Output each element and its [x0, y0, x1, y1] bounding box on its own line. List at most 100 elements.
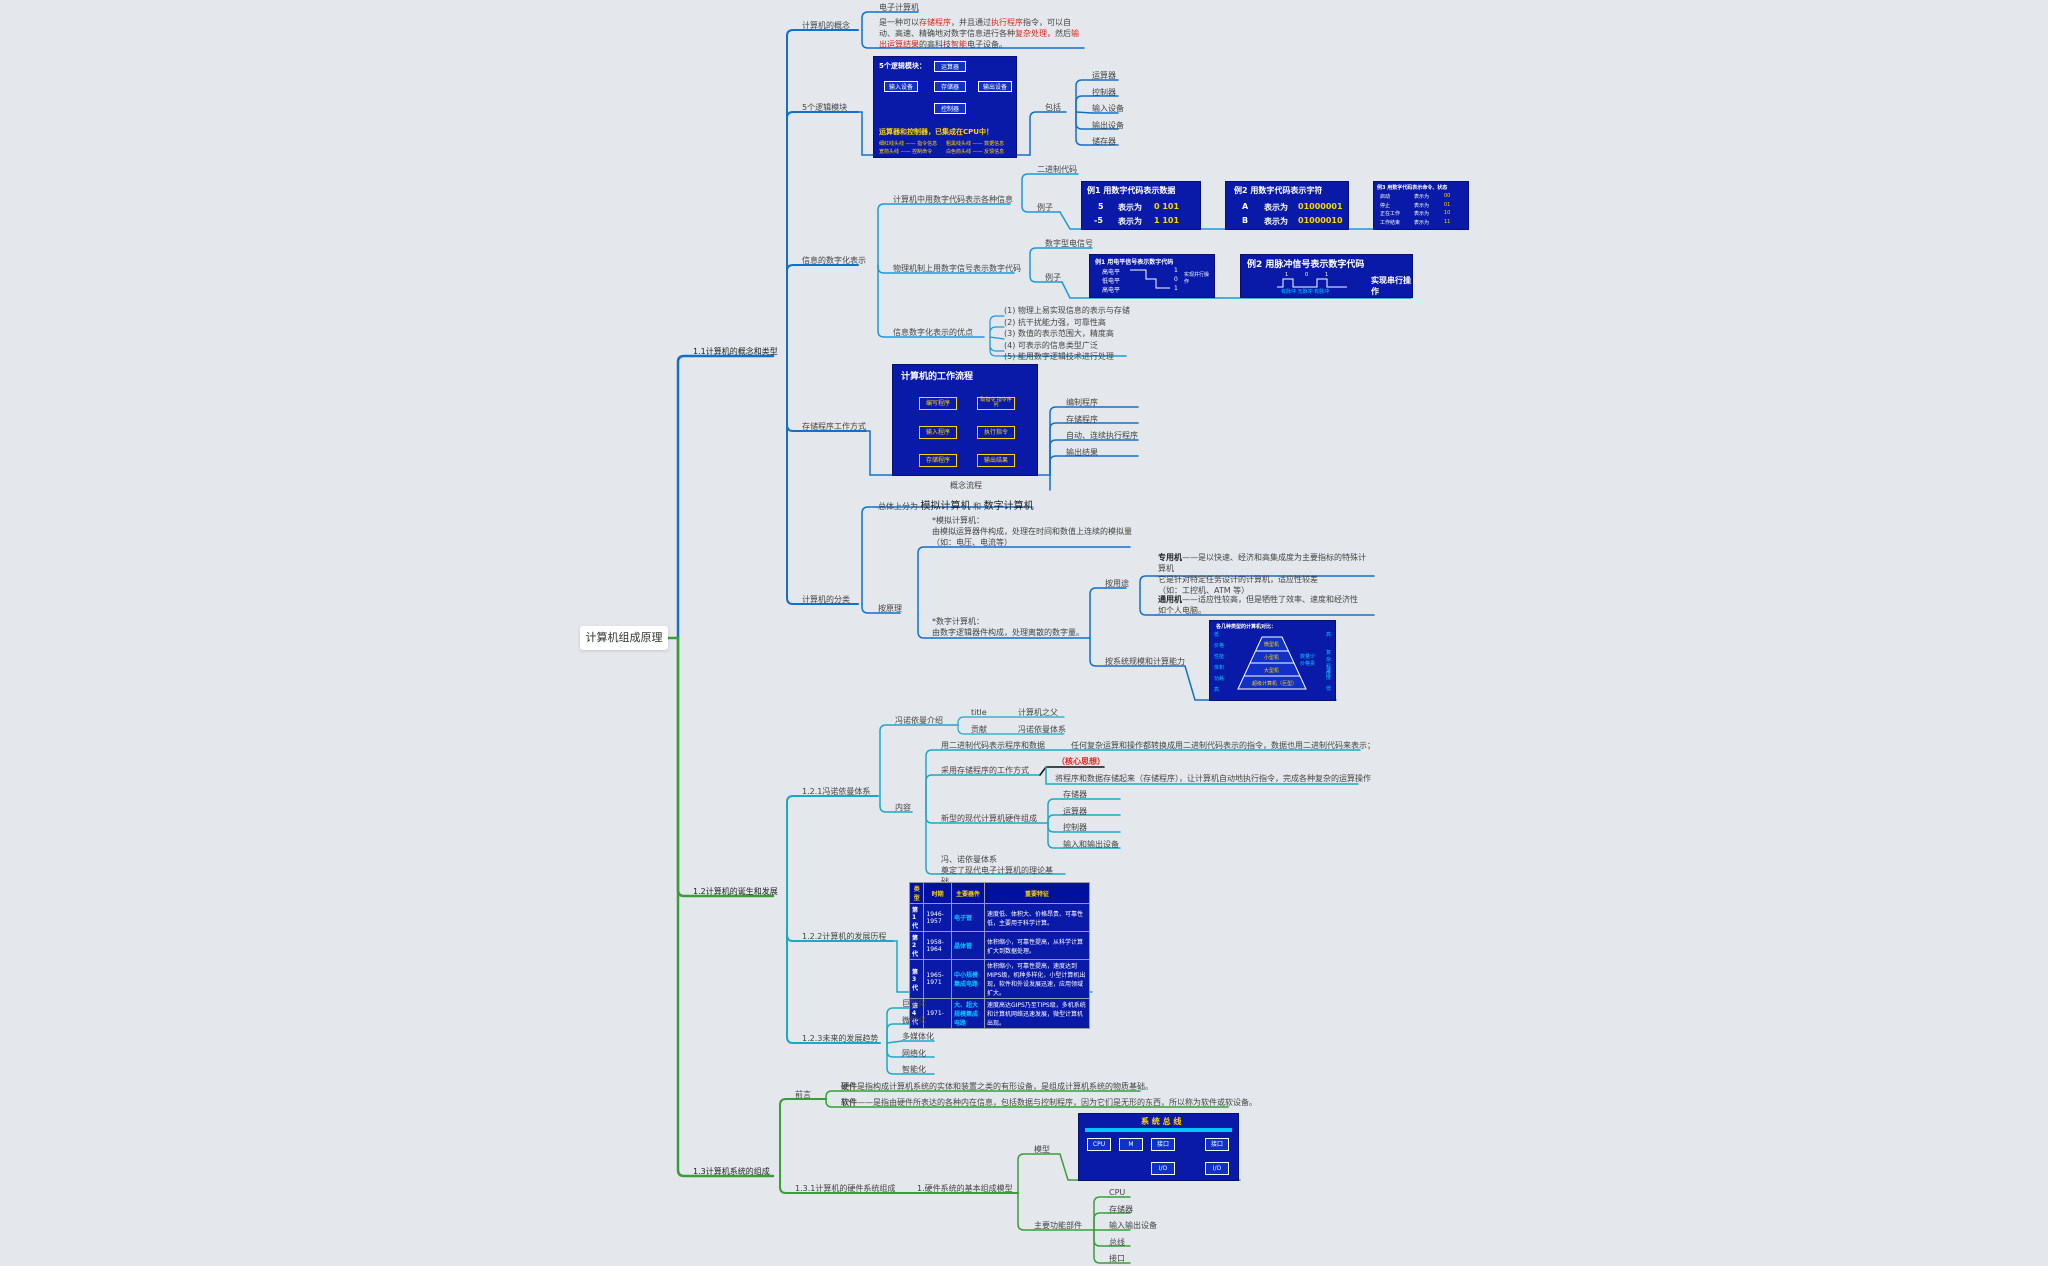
future-item[interactable]: 智能化: [902, 1065, 926, 1074]
analog-desc-line: （如：电压、电流等）: [932, 538, 1012, 547]
bus-box-port-2: 接口: [1205, 1138, 1229, 1151]
node-1-1[interactable]: 1.1计算机的概念和类型: [693, 347, 778, 356]
node-hw-basic[interactable]: 1.硬件系统的基本组成模型: [917, 1184, 1013, 1193]
node-classify-total[interactable]: 总体上分为 模拟计算机 和 数字计算机: [878, 497, 1034, 512]
concept-desc-part: 电子设备。: [967, 40, 1007, 49]
gen-table-cell: 体积缩小，可靠性提高，速度达到MIPS级，机种多样化，小型计算机出现，软件和外设…: [984, 959, 1090, 999]
node-vn-contrib-key[interactable]: 贡献: [971, 725, 987, 734]
node-vn-title-key[interactable]: title: [971, 708, 987, 717]
root-node[interactable]: 计算机组成原理: [580, 626, 668, 650]
vn-hw-item[interactable]: 存储器: [1063, 790, 1087, 799]
stored-step-item[interactable]: 输出结果: [1066, 447, 1098, 457]
connector-line: [1045, 766, 1359, 785]
node-concept[interactable]: 计算机的概念: [802, 21, 850, 30]
logic-item[interactable]: 输入设备: [1092, 104, 1124, 113]
node-signal-example[interactable]: 例子: [1045, 273, 1061, 282]
merit-item[interactable]: (3) 数值的表示范围大，精度高: [1004, 329, 1114, 339]
node-digital-signal[interactable]: 数字型电信号: [1045, 239, 1093, 248]
gen-table-cell: 1965-1971: [923, 959, 952, 999]
node-vn-intro[interactable]: 冯诺依曼介绍: [895, 716, 943, 725]
node-vn-binary-desc[interactable]: 任何复杂运算和操作都转换成用二进制代码表示的指令，数据也用二进制代码来表示；: [1071, 741, 1375, 750]
node-hw-system[interactable]: 1.3.1计算机的硬件系统组成: [795, 1184, 896, 1193]
connector-line: [786, 29, 803, 357]
vn-hw-item[interactable]: 输入和输出设备: [1063, 839, 1119, 849]
future-item[interactable]: 微型化: [902, 1015, 926, 1025]
example-data-code-image: 例1 用数字代码表示数据 5 表示为 0 101 -5 表示为 1 101: [1081, 181, 1201, 230]
node-classify[interactable]: 计算机的分类: [802, 595, 850, 604]
stored-step-item[interactable]: 编制程序: [1066, 398, 1098, 407]
node-merits[interactable]: 信息数字化表示的优点: [893, 328, 973, 337]
merit-item[interactable]: (2) 抗干扰能力强，可靠性高: [1004, 317, 1106, 327]
merit-item[interactable]: (1) 物理上易实现信息的表示与存储: [1004, 306, 1130, 315]
node-future[interactable]: 1.2.3未来的发展趋势: [802, 1034, 879, 1043]
future-item[interactable]: 网络化: [902, 1048, 926, 1058]
node-vn-contrib-val[interactable]: 冯诺依曼体系: [1018, 725, 1066, 734]
node-concept-title[interactable]: 电子计算机: [879, 3, 919, 12]
level-bit: 0: [1174, 276, 1178, 283]
connector-line: [825, 1098, 842, 1108]
node-hw-model[interactable]: 模型: [1034, 1145, 1050, 1154]
digital-description[interactable]: *数字计算机：由数字逻辑器件构成，处理离散的数字量。: [932, 616, 1142, 638]
node-concept-flow[interactable]: 概念流程: [950, 481, 982, 490]
node-preface-hw[interactable]: 硬件是指构成计算机系统的实体和装置之类的有形设备，是组成计算机系统的物质基础。: [841, 1082, 1153, 1092]
hw-part-item[interactable]: CPU: [1109, 1188, 1126, 1197]
hw-part-item[interactable]: 输入输出设备: [1109, 1221, 1157, 1230]
stored-step-item[interactable]: 自动、连续执行程序: [1066, 431, 1138, 440]
node-vn-core-desc[interactable]: 将程序和数据存储起来（存储程序），让计算机自动地执行指令，完成各种复杂的运算操作: [1055, 774, 1371, 783]
hw-part-item[interactable]: 存储器: [1109, 1204, 1133, 1214]
bus-box-io-2: I/O: [1205, 1162, 1229, 1175]
node-preface-sw[interactable]: 软件——是指由硬件所表达的各种内在信息，包括数据与控制程序，因为它们是无形的东西…: [841, 1098, 1257, 1108]
node-hw-parts[interactable]: 主要功能部件: [1034, 1221, 1082, 1230]
logic-item[interactable]: 运算器: [1092, 71, 1116, 80]
node-physical[interactable]: 物理机制上用数字信号表示数字代码: [893, 264, 1021, 273]
node-vn-hw[interactable]: 新型的现代计算机硬件组成: [941, 814, 1037, 823]
hw-part-item[interactable]: 总线: [1109, 1237, 1125, 1247]
ex2-r2-c: 01000010: [1298, 216, 1343, 225]
node-vn-title-val[interactable]: 计算机之父: [1018, 708, 1058, 717]
vn-hw-item[interactable]: 控制器: [1063, 823, 1087, 832]
connector-line: [676, 636, 695, 1178]
node-preface[interactable]: 前言: [795, 1090, 811, 1099]
node-code-example[interactable]: 例子: [1037, 203, 1053, 212]
node-vn-stored[interactable]: 采用存储程序的工作方式: [941, 766, 1029, 775]
connector-line: [925, 749, 942, 813]
node-logic-include[interactable]: 包括: [1045, 103, 1061, 112]
vn-hw-item[interactable]: 运算器: [1063, 806, 1087, 816]
merit-item[interactable]: (4) 可表示的信息类型广泛: [1004, 340, 1098, 350]
node-digital-code[interactable]: 计算机中用数字代码表示各种信息: [893, 195, 1013, 204]
hw-part-item[interactable]: 接口: [1109, 1254, 1125, 1263]
analog-description[interactable]: *模拟计算机：由模拟运算器件构成，处理在时间和数值上连续的模拟量（如：电压、电流…: [932, 515, 1142, 548]
node-by-use[interactable]: 按用途: [1105, 579, 1129, 588]
node-vn-core[interactable]: （核心思想）: [1057, 757, 1105, 766]
node-by-scale[interactable]: 按系统规模和计算能力: [1105, 657, 1185, 666]
node-history[interactable]: 1.2.2计算机的发展历程: [802, 932, 887, 941]
node-digital[interactable]: 信息的数字化表示: [802, 256, 866, 265]
connector-line: [989, 315, 1005, 338]
connector-line: [1093, 1229, 1110, 1247]
node-1-2[interactable]: 1.2计算机的诞生和发展: [693, 887, 778, 896]
stored-step-item[interactable]: 存储程序: [1066, 414, 1098, 424]
connector-line: [886, 1040, 903, 1044]
ex3-cell: 启动: [1380, 194, 1391, 200]
node-vn[interactable]: 1.2.1冯诺依曼体系: [802, 787, 871, 796]
future-item[interactable]: 多媒体化: [902, 1032, 934, 1041]
merit-item[interactable]: (5) 能用数字逻辑技术进行处理: [1004, 352, 1114, 362]
gen-table-cell: 第2代: [908, 931, 925, 960]
connector-line: [1029, 247, 1046, 274]
node-vn-summary[interactable]: 冯、诺依曼体系奠定了现代电子计算机的理论基础。: [941, 854, 1061, 887]
node-vn-content[interactable]: 内容: [895, 803, 911, 812]
node-binary-code[interactable]: 二进制代码: [1037, 165, 1077, 174]
node-vn-binary[interactable]: 用二进制代码表示程序和数据: [941, 741, 1045, 750]
node-by-principle[interactable]: 按原理: [878, 604, 902, 613]
general-computer-description[interactable]: 通用机——适应性较高，但是牺牲了效率、速度和经济性如个人电脑。: [1158, 594, 1373, 616]
logic-item[interactable]: 控制器: [1092, 87, 1116, 97]
node-logic[interactable]: 5个逻辑模块: [802, 103, 848, 112]
future-item[interactable]: 巨型化: [902, 999, 926, 1008]
node-1-3[interactable]: 1.3计算机系统的组成: [693, 1167, 770, 1176]
logic-item[interactable]: 储存器: [1092, 137, 1116, 146]
node-stored[interactable]: 存储程序工作方式: [802, 422, 866, 431]
connector-line: [1047, 814, 1064, 824]
logic-item[interactable]: 输出设备: [1092, 120, 1124, 130]
special-computer-description[interactable]: 专用机——是以快速、经济和高集成度为主要指标的特殊计算机它是针对特定任务设计的计…: [1158, 552, 1373, 596]
